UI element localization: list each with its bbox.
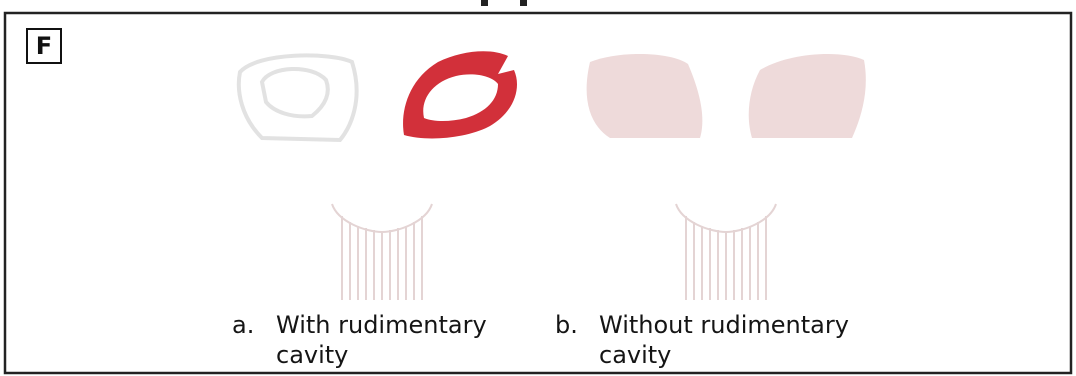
caption-a-line1: With rudimentary [276,311,487,339]
caption-variant-a: a.With rudimentary cavity [232,310,487,370]
figure-border [5,13,1071,373]
caption-b-number: b. [555,310,599,340]
caption-variant-b: b.Without rudimentary cavity [555,310,849,370]
variant-a-rudimentary-horn [403,51,517,138]
variant-b-horns [587,54,866,138]
variant-b-right-horn [749,54,866,138]
caption-b-line1: Without rudimentary [599,311,849,339]
variant-b-left-horn [587,54,703,138]
cropped-title-fragment [520,0,527,6]
caption-a-number: a. [232,310,276,340]
caption-b-line2: cavity [555,340,849,370]
variant-a-left-horn-faint [239,55,357,140]
variant-a-cervix [332,204,432,300]
panel-label: F [26,28,62,64]
variant-b-cervix [676,204,776,300]
cropped-title-fragment [481,0,488,6]
caption-a-line2: cavity [232,340,487,370]
